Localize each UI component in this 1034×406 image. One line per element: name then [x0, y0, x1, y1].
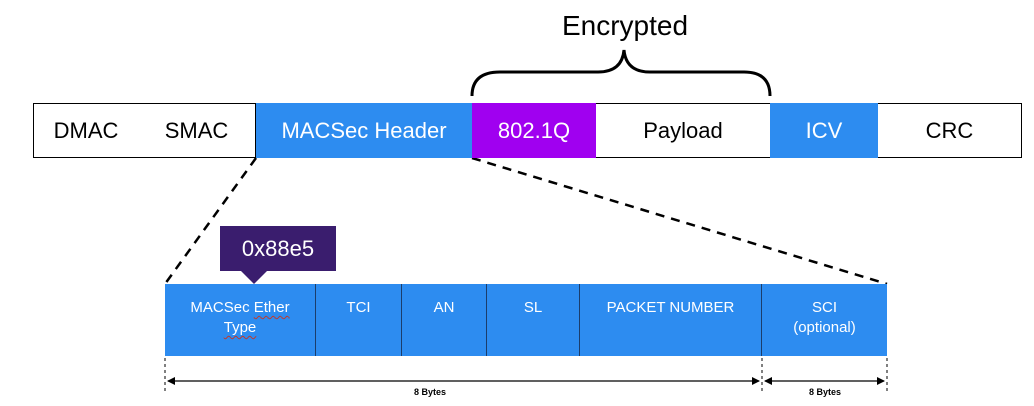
- header-field-tci: TCI: [316, 284, 402, 356]
- header-field-sl: SL: [487, 284, 580, 356]
- header-field-sci: SCI (optional): [762, 284, 887, 356]
- size-label-left: 8 Bytes: [413, 387, 447, 397]
- ethertype-callout: 0x88e5: [220, 226, 336, 271]
- frame-field-smac: SMAC: [138, 103, 256, 158]
- callout-pointer: [240, 270, 268, 284]
- sci-line2: (optional): [793, 319, 856, 336]
- ether-type-line1: MACSec Ether: [190, 299, 290, 316]
- frame-field-8021q: 802.1Q: [472, 103, 596, 158]
- header-field-packet-number: PACKET NUMBER: [580, 284, 762, 356]
- header-field-ether-type: MACSec Ether Type: [165, 284, 316, 356]
- sci-line1: SCI: [811, 299, 837, 316]
- expand-line-left: [163, 157, 258, 285]
- frame-field-icv: ICV: [770, 103, 878, 158]
- frame-field-payload: Payload: [596, 103, 770, 158]
- expand-line-right: [471, 156, 888, 286]
- header-field-an: AN: [402, 284, 487, 356]
- encrypted-brace: [470, 49, 772, 97]
- frame-field-crc: CRC: [878, 103, 1022, 158]
- size-label-right: 8 Bytes: [808, 387, 842, 397]
- encrypted-title: Encrypted: [561, 10, 689, 41]
- ether-type-line2: Type: [223, 319, 257, 336]
- frame-field-dmac: DMAC: [33, 103, 139, 158]
- frame-field-macsec-header: MACSec Header: [256, 103, 472, 158]
